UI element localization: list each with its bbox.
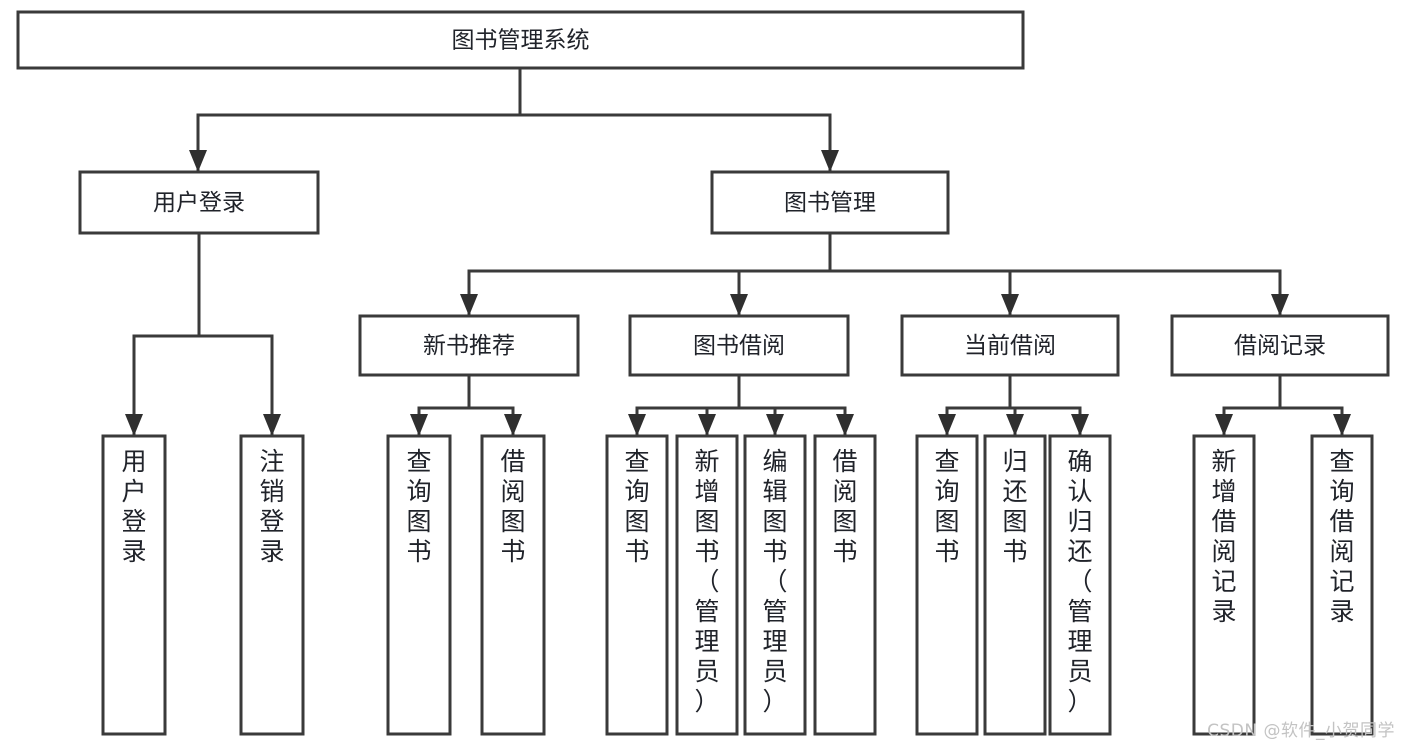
node-leaf-br-add[interactable]: 新增借阅记录: [1192, 434, 1256, 736]
node-root-system[interactable]: 图书管理系统: [16, 10, 1025, 70]
arrow-head-icon: [1071, 414, 1089, 436]
node-borrow-record[interactable]: 借阅记录: [1170, 314, 1390, 377]
nodes-layer: 图书管理系统用户登录图书管理新书推荐图书借阅当前借阅借阅记录用户登录注销登录查询…: [16, 10, 1390, 736]
node-label: 借阅图书: [500, 447, 525, 566]
arrow-head-icon: [766, 414, 784, 436]
arrow-head-icon: [263, 414, 281, 436]
node-new-book-recommend[interactable]: 新书推荐: [358, 314, 580, 377]
node-label: 查询图书: [406, 447, 431, 566]
arrow-head-icon: [1333, 414, 1351, 436]
node-label: 图书管理: [784, 190, 876, 216]
node-label: 查询图书: [624, 447, 649, 566]
connector-group-recommend-to-leaves: [410, 373, 522, 438]
arrow-head-icon: [628, 414, 646, 436]
node-box[interactable]: [358, 314, 580, 377]
connector-group-borrow-to-leaves: [628, 373, 854, 438]
node-label: 图书管理系统: [452, 28, 590, 54]
node-box[interactable]: [1310, 434, 1374, 736]
node-box[interactable]: [480, 434, 546, 736]
node-box[interactable]: [710, 170, 950, 235]
arrow-head-icon: [730, 294, 748, 316]
connector-group-root-to-level2: [189, 66, 839, 174]
node-user-login[interactable]: 用户登录: [78, 170, 320, 235]
node-leaf-bb-edit[interactable]: 编辑图书（管理员）: [743, 434, 807, 736]
connector-group-bookmanage-to-level3: [460, 231, 1289, 318]
arrow-head-icon: [460, 294, 478, 316]
node-box[interactable]: [78, 170, 320, 235]
node-label: 借阅图书: [832, 447, 857, 566]
node-label: 查询图书: [934, 447, 959, 566]
node-box[interactable]: [1048, 434, 1112, 736]
node-box[interactable]: [628, 314, 850, 377]
arrow-head-icon: [836, 414, 854, 436]
node-label: 新书推荐: [423, 333, 515, 359]
node-box[interactable]: [915, 434, 979, 736]
node-box[interactable]: [983, 434, 1047, 736]
arrow-head-icon: [125, 414, 143, 436]
node-label: 当前借阅: [964, 333, 1056, 359]
node-box[interactable]: [900, 314, 1120, 377]
node-box[interactable]: [239, 434, 305, 736]
node-box[interactable]: [813, 434, 877, 736]
node-leaf-rec-query[interactable]: 查询图书: [386, 434, 452, 736]
connector-group-userlogin-to-leaves: [125, 231, 281, 438]
node-box[interactable]: [386, 434, 452, 736]
node-label: 查询借阅记录: [1329, 447, 1354, 626]
node-box[interactable]: [1192, 434, 1256, 736]
node-current-borrow[interactable]: 当前借阅: [900, 314, 1120, 377]
node-leaf-bb-query[interactable]: 查询图书: [605, 434, 669, 736]
node-box[interactable]: [16, 10, 1025, 70]
node-leaf-bb-add[interactable]: 新增图书（管理员）: [675, 434, 739, 736]
node-book-borrow[interactable]: 图书借阅: [628, 314, 850, 377]
connector-group-record-to-leaves: [1215, 373, 1351, 438]
node-label: 编辑图书（管理员）: [762, 447, 787, 716]
node-label: 用户登录: [121, 447, 146, 566]
node-box[interactable]: [1170, 314, 1390, 377]
node-label: 确认归还（管理员）: [1067, 447, 1092, 716]
node-box[interactable]: [605, 434, 669, 736]
node-box[interactable]: [675, 434, 739, 736]
arrow-head-icon: [698, 414, 716, 436]
arrow-head-icon: [410, 414, 428, 436]
arrow-head-icon: [1006, 414, 1024, 436]
node-label: 新增图书（管理员）: [694, 447, 719, 716]
node-label: 用户登录: [153, 190, 245, 216]
arrow-head-icon: [1001, 294, 1019, 316]
arrow-head-icon: [1215, 414, 1233, 436]
node-leaf-cb-query[interactable]: 查询图书: [915, 434, 979, 736]
connectors-layer: [125, 66, 1351, 438]
node-label: 注销登录: [259, 447, 284, 566]
arrow-head-icon: [821, 150, 839, 172]
node-leaf-br-query[interactable]: 查询借阅记录: [1310, 434, 1374, 736]
arrow-head-icon: [1271, 294, 1289, 316]
node-label: 图书借阅: [693, 333, 785, 359]
arrow-head-icon: [504, 414, 522, 436]
node-leaf-cb-return[interactable]: 归还图书: [983, 434, 1047, 736]
node-label: 借阅记录: [1234, 333, 1326, 359]
node-book-manage[interactable]: 图书管理: [710, 170, 950, 235]
node-leaf-rec-borrow[interactable]: 借阅图书: [480, 434, 546, 736]
node-box[interactable]: [743, 434, 807, 736]
connector-group-current-to-leaves: [938, 373, 1089, 438]
node-leaf-user-login[interactable]: 用户登录: [101, 434, 167, 736]
arrow-head-icon: [938, 414, 956, 436]
node-label: 新增借阅记录: [1211, 447, 1236, 626]
node-leaf-user-logout[interactable]: 注销登录: [239, 434, 305, 736]
node-label: 归还图书: [1002, 447, 1027, 566]
node-leaf-bb-borrow[interactable]: 借阅图书: [813, 434, 877, 736]
node-box[interactable]: [101, 434, 167, 736]
arrow-head-icon: [189, 150, 207, 172]
node-leaf-cb-confirm[interactable]: 确认归还（管理员）: [1048, 434, 1112, 736]
